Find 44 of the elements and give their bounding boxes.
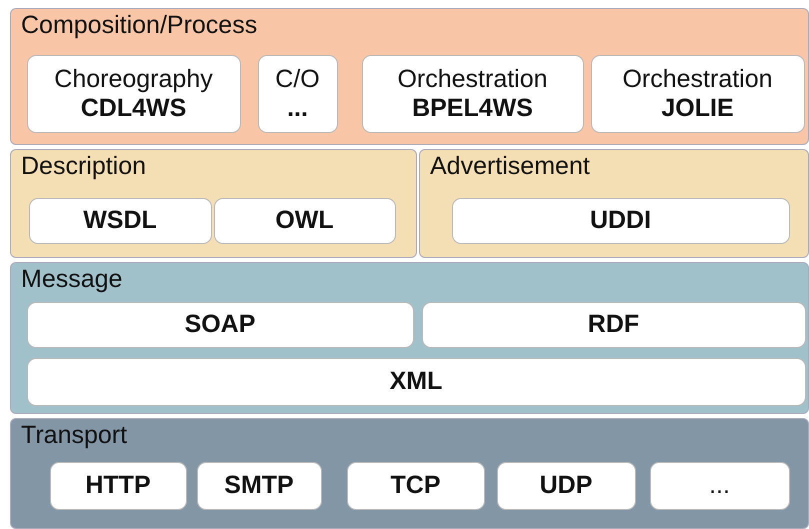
technology-box xyxy=(26,54,240,132)
category-label: Choreography xyxy=(54,64,213,94)
technology-box xyxy=(590,54,804,132)
technology-box xyxy=(422,302,806,348)
technology-label: XML xyxy=(390,367,442,396)
layer-heading: Message xyxy=(21,265,122,294)
technology-label: WSDL xyxy=(83,206,157,235)
technology-label: TCP xyxy=(390,471,440,500)
technology-box xyxy=(26,302,414,348)
category-label: Orchestration xyxy=(622,64,773,94)
technology-label: SOAP xyxy=(184,310,256,339)
layer-heading: Transport xyxy=(21,421,128,450)
layer-band xyxy=(419,149,809,258)
technology-box xyxy=(196,462,322,510)
layer-heading: Composition/Process xyxy=(21,11,258,40)
technology-box xyxy=(258,54,338,132)
technology-box xyxy=(50,462,186,510)
technology-label: OWL xyxy=(275,206,334,235)
technology-box xyxy=(452,198,790,244)
layer-heading: Description xyxy=(21,152,146,181)
technology-label: JOLIE xyxy=(661,94,734,122)
category-label: Orchestration xyxy=(397,64,548,94)
category-label: C/O xyxy=(275,64,320,94)
technology-box xyxy=(496,462,636,510)
layer-band xyxy=(10,418,809,529)
technology-label: SMTP xyxy=(224,471,294,500)
technology-label: UDDI xyxy=(590,206,652,235)
technology-label: HTTP xyxy=(85,471,151,500)
technology-label: UDP xyxy=(540,471,592,500)
technology-box xyxy=(214,198,396,244)
technology-label: ... xyxy=(287,94,308,122)
layer-band xyxy=(10,8,809,145)
layer-band xyxy=(10,262,809,414)
technology-label: ... xyxy=(709,471,730,500)
technology-box xyxy=(346,462,484,510)
technology-box xyxy=(650,462,790,510)
technology-label: CDL4WS xyxy=(80,94,186,122)
layer-heading: Advertisement xyxy=(430,152,590,181)
technology-label: BPEL4WS xyxy=(412,94,533,122)
technology-box xyxy=(26,358,806,406)
layer-band xyxy=(10,149,417,258)
technology-label: RDF xyxy=(588,310,640,339)
technology-box xyxy=(28,198,212,244)
technology-box xyxy=(362,54,584,132)
